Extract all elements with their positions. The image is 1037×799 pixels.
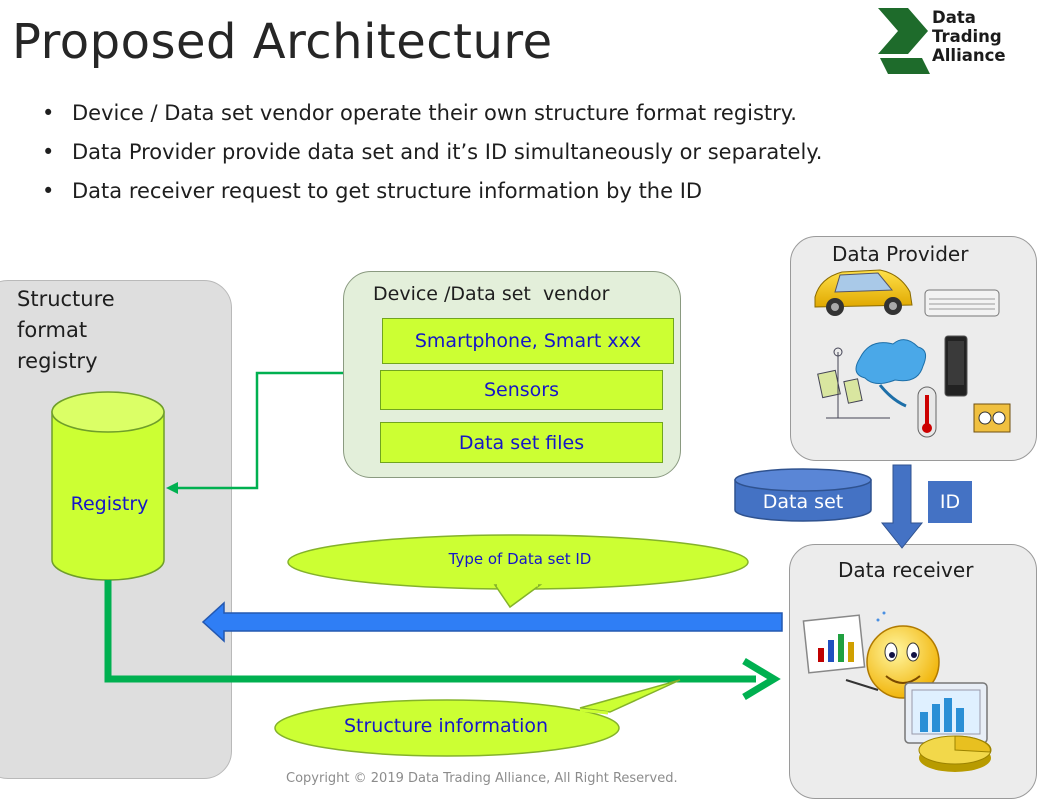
registry-to-receiver-arrow [104,580,781,701]
provider-to-receiver-arrow [880,464,924,549]
bullet-item: Data receiver request to get structure i… [42,172,822,211]
registry-database-icon [51,391,165,581]
structure-information-label: Structure information [343,715,549,737]
pie-chart-icon [918,735,992,772]
type-id-callout [287,534,749,609]
weather-sensor-icon [817,339,927,419]
car-icon [814,269,913,316]
air-conditioner-icon [924,289,1000,317]
vendor-item-sensors: Sensors [380,370,663,410]
copyright-footer: Copyright © 2019 Data Trading Alliance, … [286,771,678,786]
monitor-chart-icon [904,682,988,744]
id-badge: ID [928,481,972,523]
type-of-dataset-id-label: Type of Data set ID [448,550,592,568]
page-title: Proposed Architecture [12,14,553,70]
bullet-list: Device / Data set vendor operate their o… [42,94,822,211]
presentation-board-icon [802,614,866,674]
smiley-presenter-icon [845,611,940,699]
registry-label-line-1: Structure [17,287,115,311]
logo-line-2: Trading [932,27,1002,46]
bullet-item: Data Provider provide data set and it’s … [42,133,822,172]
vendor-title: Device /Data set vendor [373,283,610,305]
data-receiver-title: Data receiver [838,558,974,582]
logo-text: Data Trading Alliance [932,8,1006,65]
receiver-to-registry-arrow [201,601,783,643]
logo-line-3: Alliance [932,46,1006,65]
data-provider-title: Data Provider [832,242,969,266]
registry-box-label: Structure format registry [17,284,115,377]
thermometer-icon [917,386,937,438]
gauge-device-icon [973,403,1011,433]
data-set-label: Data set [762,491,844,513]
data-set-cylinder-icon [734,468,872,522]
vendor-to-registry-arrow [166,371,343,494]
bullet-item: Device / Data set vendor operate their o… [42,94,822,133]
structure-info-callout [274,679,681,757]
vendor-item-smartphone: Smartphone, Smart xxx [382,318,674,364]
registry-label-line-3: registry [17,349,98,373]
registry-label-line-2: format [17,318,88,342]
data-trading-alliance-logo [878,8,930,74]
vendor-item-dataset-files: Data set files [380,422,663,463]
logo-line-1: Data [932,8,976,27]
smartphone-icon [944,335,968,397]
registry-db-label: Registry [70,493,149,515]
